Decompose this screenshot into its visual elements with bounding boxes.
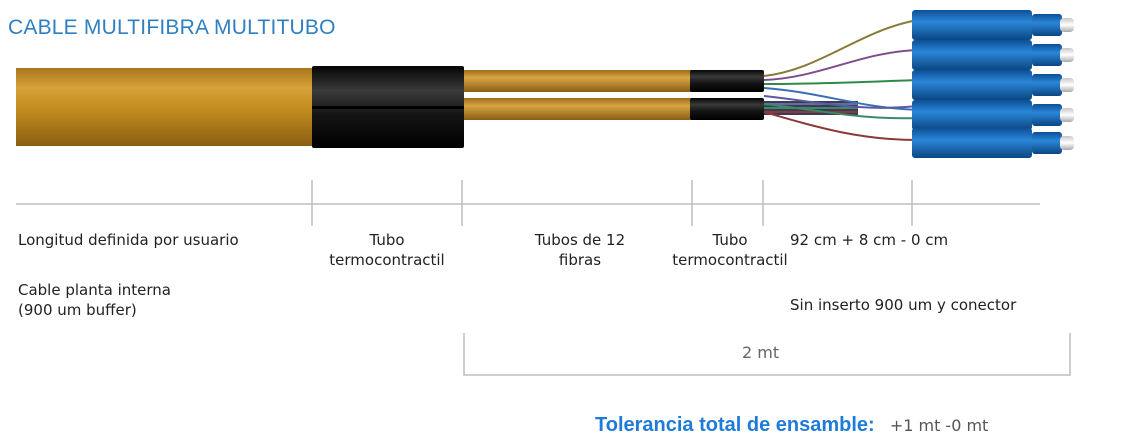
- label-tubos-12-fibras: Tubos de 12 fibras: [534, 231, 626, 269]
- sc-connector-icon: [912, 10, 1074, 40]
- tolerance-label: Tolerancia total de ensamble:: [595, 414, 875, 436]
- dimension-label: 2 mt: [742, 343, 780, 362]
- label-medida: 92 cm + 8 cm - 0 cm: [790, 231, 949, 249]
- tolerance-value: +1 mt -0 mt: [889, 416, 989, 435]
- label-tubo-termocontractil-2: Tubo termocontractil: [672, 231, 788, 269]
- label-tubo-termocontractil-1: Tubo termocontractil: [329, 231, 445, 269]
- page-title: CABLE MULTIFIBRA MULTITUBO: [8, 16, 336, 39]
- label-cable-planta-interna: Cable planta interna (900 um buffer): [18, 281, 171, 319]
- tolerance-row: Tolerancia total de ensamble: +1 mt -0 m…: [595, 414, 988, 437]
- label-sin-inserto: Sin inserto 900 um y conector: [790, 296, 1017, 314]
- length-bracket: [463, 333, 1071, 376]
- label-longitud: Longitud definida por usuario: [18, 231, 239, 249]
